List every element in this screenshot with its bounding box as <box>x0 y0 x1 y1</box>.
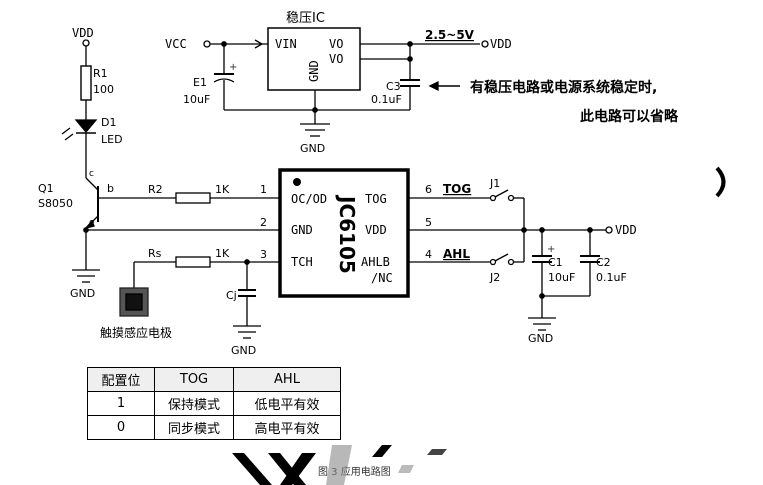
config-header-cell: TOG <box>154 367 234 392</box>
c1-ref: C1 <box>548 256 563 269</box>
e1-ref: E1 <box>193 76 207 89</box>
config-cell: 同步模式 <box>154 415 234 440</box>
e1-value: 10uF <box>183 93 210 106</box>
vdd-right-label: VDD <box>615 223 637 237</box>
vcc-label: VCC <box>165 37 187 51</box>
pin1-label: OC/OD <box>291 192 327 206</box>
svg-text:+: + <box>229 62 237 73</box>
config-table: 配置位 TOG AHL 1 保持模式 低电平有效 0 同步模式 高电平有效 <box>87 367 341 440</box>
ldo-title: 稳压IC <box>286 10 325 26</box>
r2-ref: R2 <box>148 183 163 196</box>
c3-value: 0.1uF <box>371 93 402 106</box>
ldo-gnd-label: GND <box>300 142 325 155</box>
touch-gnd-label: GND <box>231 344 256 357</box>
c3-ref: C3 <box>386 80 401 93</box>
pin3-number: 3 <box>260 248 267 261</box>
config-table-row: 0 同步模式 高电平有效 <box>87 415 341 440</box>
note-line-2: 此电路可以省略 <box>580 108 679 125</box>
pin3-label: TCH <box>291 255 313 269</box>
ldo-pin-vo2: VO <box>329 52 343 66</box>
pin4-number: 4 <box>425 248 432 261</box>
q1-gnd-label: GND <box>70 287 95 300</box>
right-gnd-label: GND <box>528 332 553 345</box>
q1-pin-b: b <box>107 182 114 195</box>
config-header-cell: 配置位 <box>87 367 155 392</box>
config-cell: 0 <box>87 415 155 440</box>
edge-arc-decoration <box>715 166 726 198</box>
r1-ref: R1 <box>93 67 108 80</box>
pin1-number: 1 <box>260 183 267 196</box>
r2-value: 1K <box>215 183 230 196</box>
j1-label: J1 <box>489 177 500 190</box>
pin2-label: GND <box>291 223 313 237</box>
config-cell: 保持模式 <box>154 391 234 416</box>
pin5-number: 5 <box>425 216 432 229</box>
config-header-cell: AHL <box>233 367 341 392</box>
ahl-net-label: AHL <box>443 247 470 261</box>
pin6-number: 6 <box>425 183 432 196</box>
chip-body <box>278 168 410 298</box>
tog-net-label: TOG <box>443 182 471 196</box>
config-cell: 高电平有效 <box>233 415 341 440</box>
config-table-row: 1 保持模式 低电平有效 <box>87 391 341 416</box>
ldo-pin-gnd: GND <box>307 60 321 82</box>
vdd-left-label: VDD <box>72 26 94 40</box>
q1-part: S8050 <box>38 197 73 210</box>
svg-text:+: + <box>547 244 555 255</box>
vdd-top-label: VDD <box>490 37 512 51</box>
pin4-label-b: /NC <box>371 271 393 285</box>
q1-pin-e: e <box>89 218 95 228</box>
q1-ref: Q1 <box>38 182 54 195</box>
q1-pin-c: c <box>89 169 94 179</box>
config-cell: 低电平有效 <box>233 391 341 416</box>
c2-value: 0.1uF <box>596 271 627 284</box>
d1-value: LED <box>101 133 123 146</box>
vout-range: 2.5~5V <box>425 28 475 42</box>
c2-ref: C2 <box>596 256 611 269</box>
pin4-label-a: AHLB <box>361 255 390 269</box>
note-line-1: 有稳压电路或电源系统稳定时, <box>470 79 657 96</box>
rs-ref: Rs <box>148 247 162 260</box>
ldo-pin-vo1: VO <box>329 37 343 51</box>
j2-label: J2 <box>489 271 500 284</box>
watermark <box>232 445 447 485</box>
pin2-number: 2 <box>260 216 267 229</box>
pin6-label: TOG <box>365 192 387 206</box>
config-cell: 1 <box>87 391 155 416</box>
cj-ref: Cj <box>226 289 237 302</box>
ldo-pin-vin: VIN <box>275 37 297 51</box>
d1-ref: D1 <box>101 116 116 129</box>
touch-electrode-label: 触摸感应电极 <box>100 325 172 340</box>
rs-value: 1K <box>215 247 230 260</box>
config-table-header-row: 配置位 TOG AHL <box>87 367 341 392</box>
c1-value: 10uF <box>548 271 575 284</box>
pin5-label: VDD <box>365 223 387 237</box>
r1-value: 100 <box>93 83 114 96</box>
chip-name: JC6105 <box>335 194 359 274</box>
